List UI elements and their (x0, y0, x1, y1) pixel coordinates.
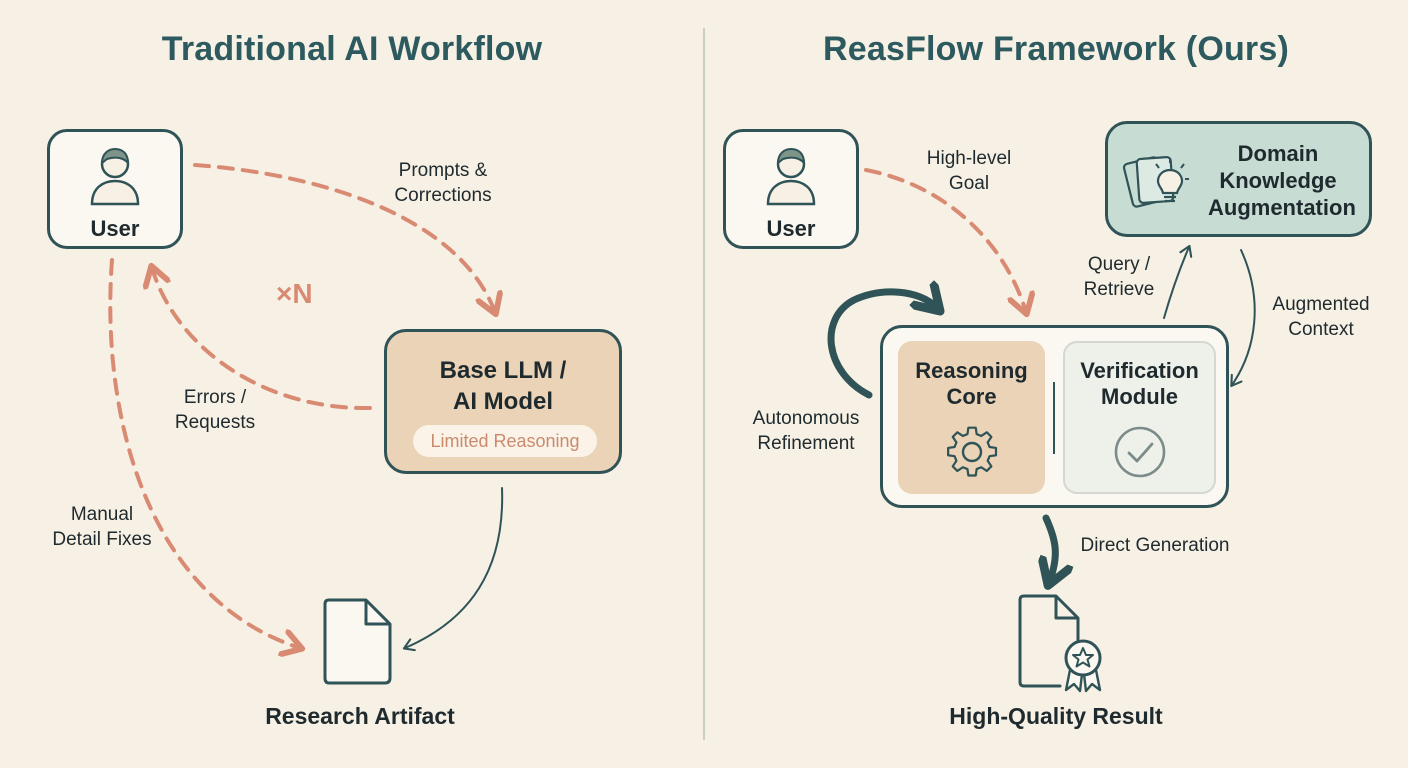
goal-arrow (864, 168, 1026, 312)
llm-title: Base LLM / AI Model (439, 357, 567, 415)
user-icon (90, 147, 140, 206)
user-icon (766, 147, 816, 206)
award-document-icon (1018, 594, 1102, 693)
check-circle-icon (1114, 426, 1166, 478)
traditional-title: Traditional AI Workflow (161, 30, 543, 68)
traditional-workflow-panel: Traditional AI Workflow User Prompts & C… (47, 30, 622, 768)
goal-label: High-level Goal (926, 148, 1012, 194)
user-node: User (723, 129, 859, 249)
user-label: User (766, 216, 816, 241)
times-n-label: ×N (276, 278, 313, 309)
reasflow-panel: ReasFlow Framework (Ours) (704, 0, 1408, 768)
refinement-loop-arrow (827, 292, 936, 399)
document-icon (323, 598, 392, 685)
direct-generation-label: Direct Generation (1080, 535, 1230, 556)
gear-icon (947, 426, 998, 477)
errors-label: Errors / Requests (174, 387, 256, 433)
reasflow-arrows (827, 168, 1256, 768)
verification-module: Verification Module (1063, 341, 1216, 494)
domain-knowledge-node: Domain Knowledge Augmentation (1105, 121, 1372, 237)
domain-title: Domain Knowledge Augmentation (1208, 141, 1356, 220)
augmented-arrow (1230, 249, 1256, 388)
module-separator (1053, 382, 1055, 454)
verification-title: Verification Module (1080, 358, 1199, 409)
traditional-arrows (108, 163, 504, 768)
query-label: Query / Retrieve (1083, 254, 1155, 300)
reasflow-title: ReasFlow Framework (Ours) (822, 30, 1289, 68)
refinement-label: Autonomous Refinement (752, 408, 860, 454)
panel-divider (703, 28, 705, 740)
reasoning-core-module: Reasoning Core (898, 341, 1045, 494)
lightbulb-icon (1122, 156, 1189, 208)
reasflow-core-node: Reasoning Core Verification Module (880, 325, 1229, 508)
prompts-label: Prompts & Corrections (394, 160, 492, 206)
limited-reasoning-badge: Limited Reasoning (413, 425, 597, 457)
augmented-label: Augmented Context (1272, 294, 1370, 340)
user-node: User (47, 129, 183, 249)
llm-to-artifact-arrow (402, 487, 504, 652)
direct-generation-arrow (1046, 514, 1055, 580)
reasoning-core-title: Reasoning Core (915, 358, 1028, 409)
errors-arrow (152, 268, 372, 411)
prompts-arrow (193, 163, 495, 312)
manual-fixes-arrow (108, 258, 300, 648)
research-artifact-label: Research Artifact (265, 703, 455, 729)
base-llm-node: Base LLM / AI Model Limited Reasoning (384, 329, 622, 474)
query-arrow (1163, 244, 1193, 319)
result-label: High-Quality Result (949, 703, 1163, 729)
user-label: User (90, 216, 140, 241)
manual-fixes-label: Manual Detail Fixes (52, 504, 152, 550)
